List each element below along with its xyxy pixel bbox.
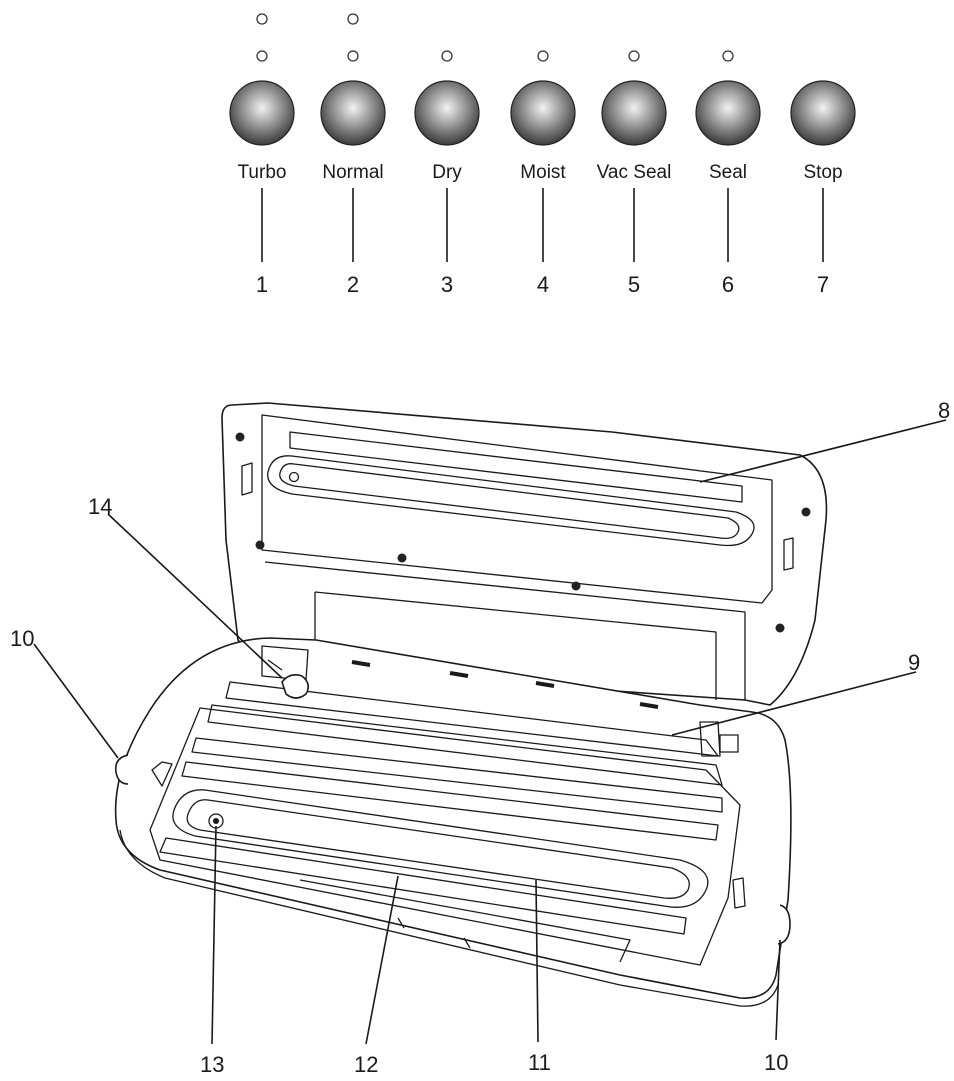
indicator-light [256, 50, 268, 62]
indicator-light [256, 13, 268, 25]
callout-4: 4 [537, 272, 549, 297]
callout-1: 1 [256, 272, 268, 297]
callout-5: 5 [628, 272, 640, 297]
indicator-light [628, 50, 640, 62]
callout-6: 6 [722, 272, 734, 297]
button-label: Dry [432, 162, 462, 183]
button-label: Normal [322, 162, 383, 183]
lid [221, 402, 828, 706]
button-label: Moist [520, 162, 566, 183]
button-label: Stop [803, 162, 842, 183]
panel-button-normal[interactable] [320, 80, 386, 146]
callout-10-right: 10 [764, 1050, 788, 1075]
callout-2: 2 [347, 272, 359, 297]
callout-11: 11 [528, 1050, 551, 1075]
panel-button-vac-seal[interactable] [601, 80, 667, 146]
indicator-light [347, 13, 359, 25]
panel-button-turbo[interactable] [229, 80, 295, 146]
button-label: Turbo [238, 162, 287, 183]
indicator-light [722, 50, 734, 62]
panel-button-dry[interactable] [414, 80, 480, 146]
button-label: Seal [709, 162, 747, 183]
callout-10-left: 10 [10, 626, 34, 651]
indicator-light [537, 50, 549, 62]
panel-button-group: Vac Seal 5 [597, 50, 672, 297]
panel-button-group: Seal 6 [695, 50, 761, 297]
indicator-light [347, 50, 359, 62]
panel-button-stop[interactable] [790, 80, 856, 146]
panel-button-seal[interactable] [695, 80, 761, 146]
panel-button-moist[interactable] [510, 80, 576, 146]
callout-12: 12 [354, 1052, 378, 1077]
panel-button-group: Stop 7 [790, 80, 856, 297]
callout-14: 14 [88, 494, 112, 519]
panel-button-group: Normal 2 [320, 13, 386, 297]
callout-3: 3 [441, 272, 453, 297]
panel-button-group: Turbo 1 [229, 13, 295, 297]
callout-8: 8 [938, 398, 950, 423]
button-label: Vac Seal [597, 162, 672, 183]
indicator-light [441, 50, 453, 62]
panel-button-group: Dry 3 [414, 50, 480, 297]
base [114, 637, 792, 1007]
callout-7: 7 [817, 272, 829, 297]
callout-13: 13 [200, 1052, 224, 1077]
vacuum-sealer-illustration: 8 9 10 10 11 12 13 14 [10, 398, 950, 1077]
leader-lines [33, 419, 947, 1045]
control-panel: Turbo 1 Normal 2 Dry 3 Moist 4 Vac Seal 5 Seal 6 Sto… [229, 13, 856, 297]
callout-9: 9 [908, 650, 920, 675]
panel-button-group: Moist 4 [510, 50, 576, 297]
